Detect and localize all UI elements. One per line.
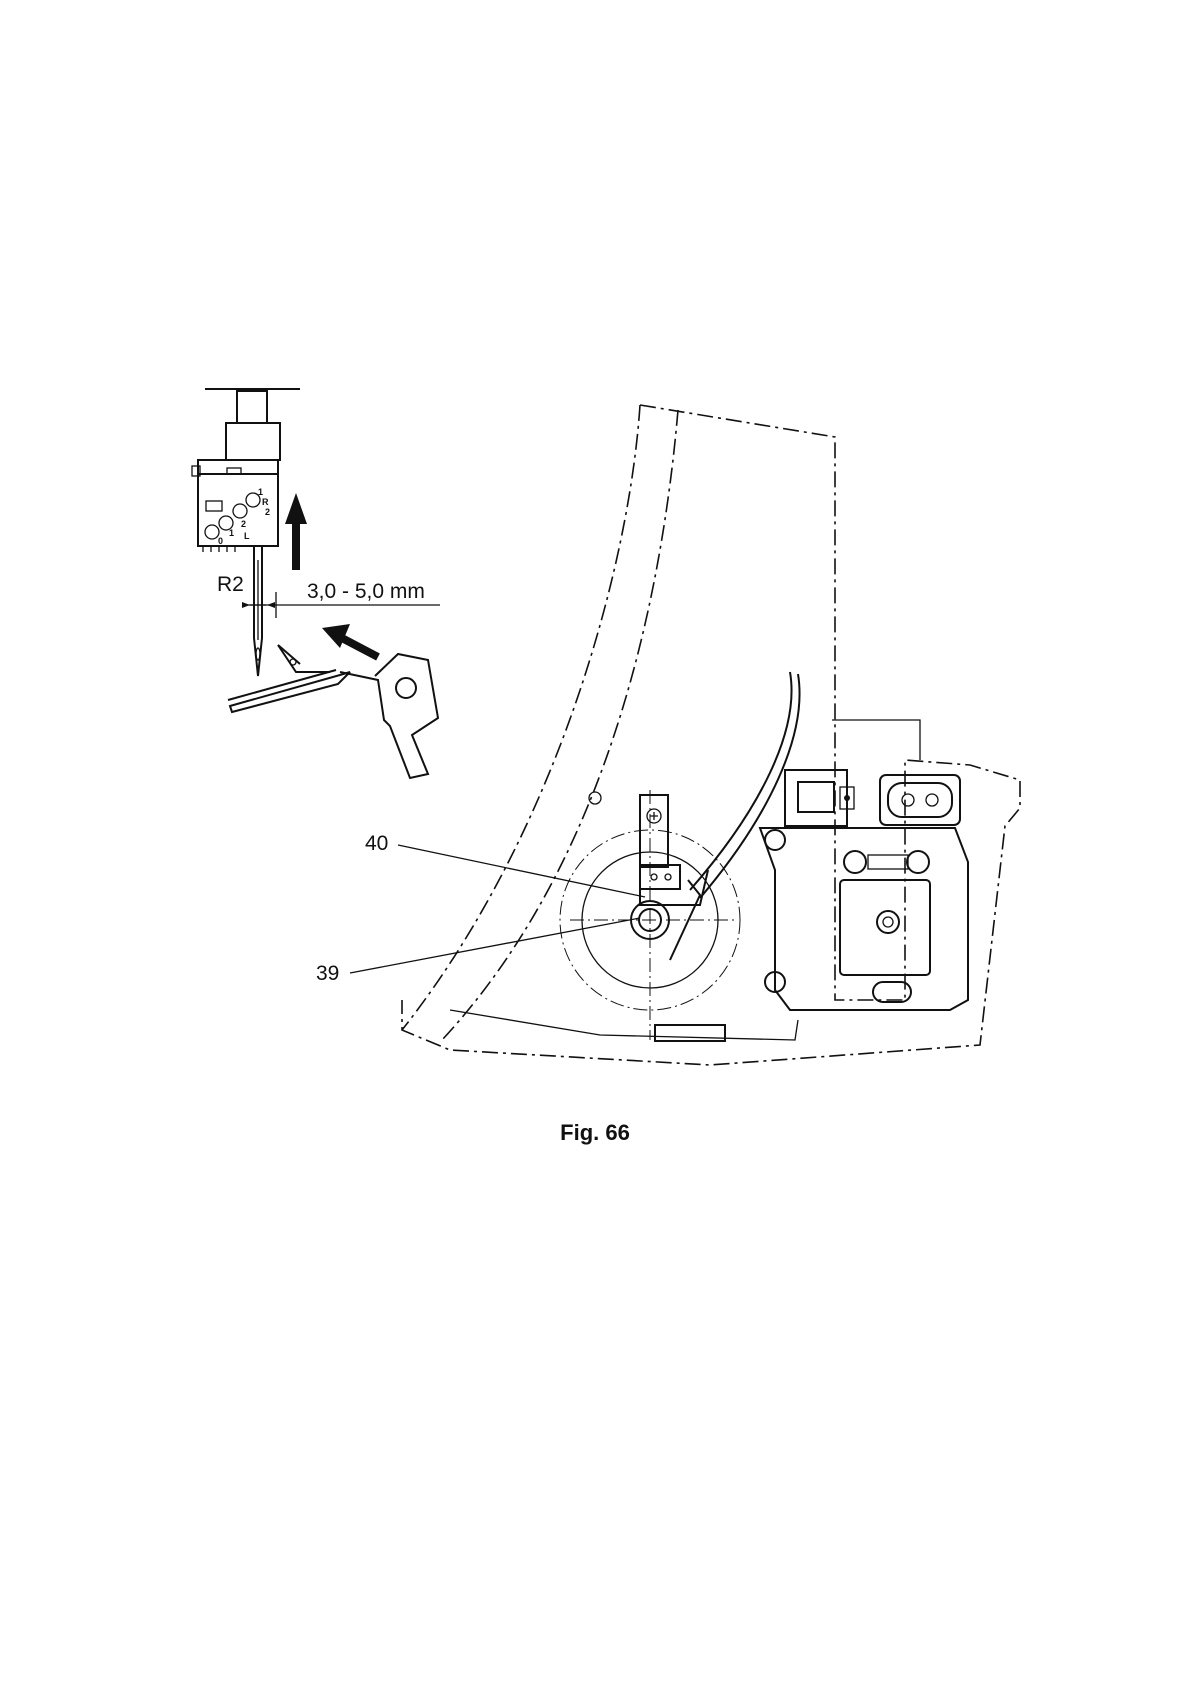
machine-housing bbox=[402, 405, 1020, 1065]
part-label-40: 40 bbox=[365, 832, 388, 855]
switch-panel bbox=[785, 770, 854, 826]
part-label-39: 39 bbox=[316, 962, 339, 985]
dial-mark: 0 bbox=[218, 536, 223, 546]
power-socket bbox=[880, 775, 960, 825]
dial-mark: L bbox=[244, 531, 250, 541]
dial-mark: 2 bbox=[265, 507, 270, 517]
up-arrow-icon bbox=[285, 493, 307, 570]
dial-mark: 1 bbox=[258, 487, 263, 497]
crank-assembly bbox=[560, 790, 740, 1041]
control-board bbox=[760, 828, 968, 1010]
dial-mark: 1 bbox=[229, 528, 234, 538]
dial-mark: R bbox=[262, 497, 269, 507]
distance-label: 3,0 - 5,0 mm bbox=[307, 580, 425, 603]
figure-caption: Fig. 66 bbox=[0, 1120, 1190, 1146]
needle-assembly: 1 R 2 2 1 0 L bbox=[192, 389, 300, 676]
callout-40: 40 bbox=[365, 832, 645, 897]
diagonal-arrow-icon bbox=[322, 624, 378, 657]
callout-39: 39 bbox=[316, 918, 640, 985]
needle-position-label: R2 bbox=[217, 573, 244, 596]
dial-mark: 2 bbox=[241, 519, 246, 529]
